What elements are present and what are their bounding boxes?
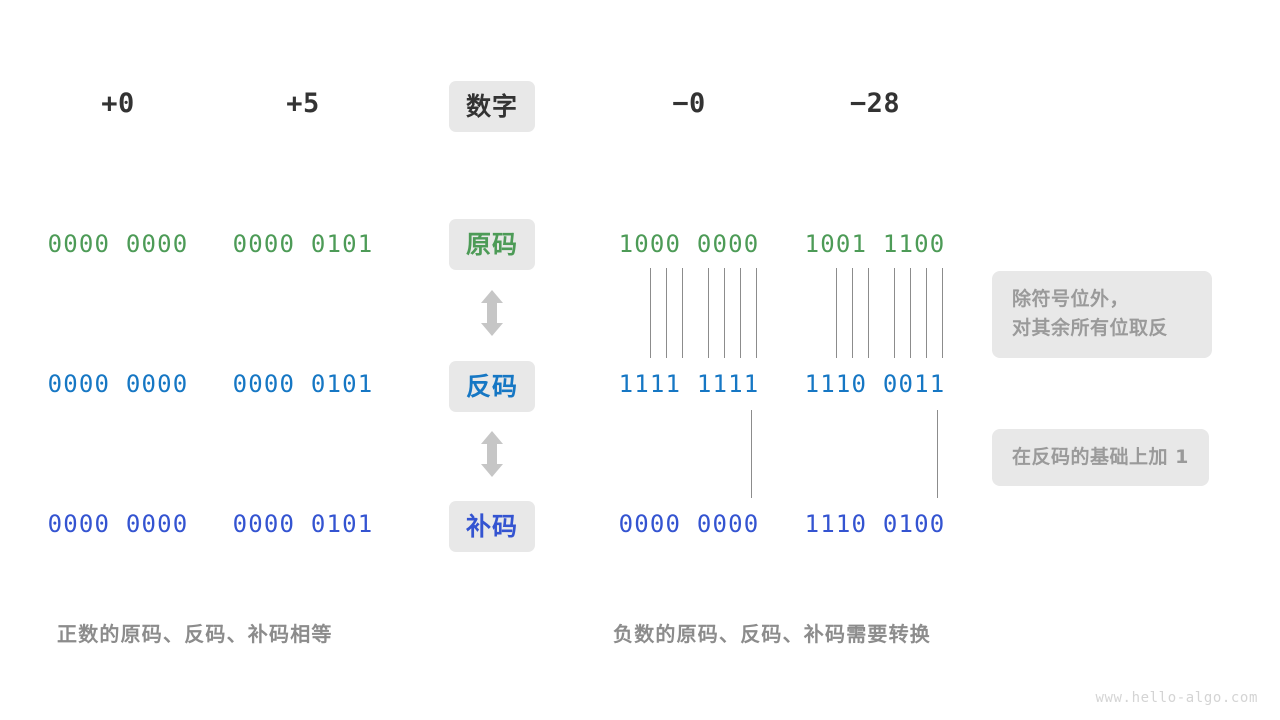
sign-magnitude-neg-28: 1001 1100 bbox=[804, 230, 946, 258]
ones-complement-neg-28: 1110 0011 bbox=[804, 370, 946, 398]
twos-complement-neg-28: 1110 0100 bbox=[804, 510, 946, 538]
sign-magnitude-neg-zero: 1000 0000 bbox=[618, 230, 760, 258]
connector-line bbox=[682, 268, 683, 358]
connector-line bbox=[740, 268, 741, 358]
watermark-url: www.hello-algo.com bbox=[1095, 690, 1258, 706]
header-value-neg-zero: −0 bbox=[672, 88, 706, 119]
double-arrow-icon-invert bbox=[479, 290, 505, 336]
row-badge-sign-magnitude: 原码 bbox=[448, 219, 536, 270]
note-add-one: 在反码的基础上加 1 bbox=[992, 429, 1209, 487]
row-badge-ones-complement: 反码 bbox=[448, 361, 536, 412]
header-value-pos-zero: +0 bbox=[101, 88, 135, 119]
twos-complement-pos-five: 0000 0101 bbox=[232, 510, 374, 538]
connector-line bbox=[910, 268, 911, 358]
connector-line bbox=[942, 268, 943, 358]
row-badge-twos-complement: 补码 bbox=[448, 501, 536, 552]
connector-line bbox=[756, 268, 757, 358]
connector-line bbox=[926, 268, 927, 358]
twos-complement-pos-zero: 0000 0000 bbox=[47, 510, 189, 538]
connector-line bbox=[836, 268, 837, 358]
connector-line bbox=[894, 268, 895, 358]
connector-line bbox=[708, 268, 709, 358]
header-value-neg-28: −28 bbox=[849, 88, 901, 119]
connector-line-lsb bbox=[937, 410, 938, 498]
sign-magnitude-pos-five: 0000 0101 bbox=[232, 230, 374, 258]
note-invert-bits: 除符号位外， 对其余所有位取反 bbox=[992, 271, 1212, 358]
header-value-pos-five: +5 bbox=[286, 88, 320, 119]
ones-complement-neg-zero: 1111 1111 bbox=[618, 370, 760, 398]
connector-line bbox=[868, 268, 869, 358]
connector-line bbox=[650, 268, 651, 358]
caption-negative: 负数的原码、反码、补码需要转换 bbox=[613, 622, 931, 646]
ones-complement-pos-five: 0000 0101 bbox=[232, 370, 374, 398]
twos-complement-neg-zero: 0000 0000 bbox=[618, 510, 760, 538]
connector-line bbox=[724, 268, 725, 358]
sign-magnitude-pos-zero: 0000 0000 bbox=[47, 230, 189, 258]
connector-line bbox=[666, 268, 667, 358]
double-arrow-icon-add-one bbox=[479, 431, 505, 477]
connector-line-lsb bbox=[751, 410, 752, 498]
caption-positive: 正数的原码、反码、补码相等 bbox=[57, 622, 333, 646]
connector-line bbox=[852, 268, 853, 358]
header-badge-number: 数字 bbox=[448, 81, 536, 132]
ones-complement-pos-zero: 0000 0000 bbox=[47, 370, 189, 398]
